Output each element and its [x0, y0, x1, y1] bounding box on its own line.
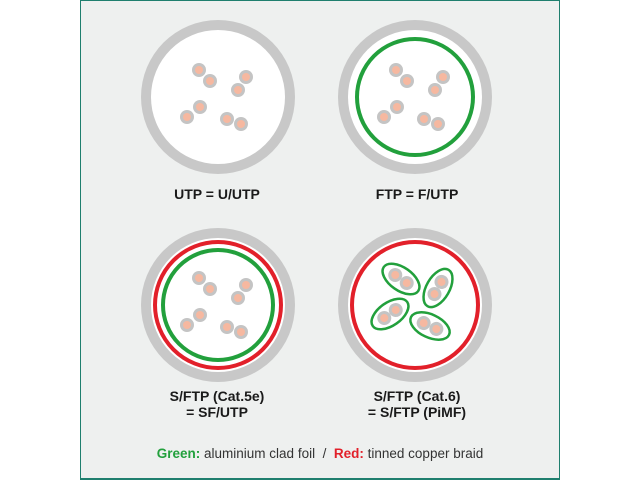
legend-green-text: aluminium clad foil [204, 446, 316, 461]
wire-conductor [402, 279, 411, 288]
foil-shield [161, 248, 275, 362]
cable-cross-section [338, 20, 492, 174]
cable-cross-section [141, 20, 295, 174]
cable-label-ftp: FTP = F/UTP [317, 186, 517, 202]
label-line: = SF/UTP [186, 404, 248, 420]
wire-conductor [380, 314, 389, 323]
wire-conductor [223, 323, 231, 331]
label-line: FTP = F/UTP [375, 186, 459, 202]
wire-conductor [206, 77, 214, 85]
cable-interior [348, 238, 482, 372]
copper-braid-shield [153, 240, 283, 370]
cable-interior [348, 30, 482, 164]
wire-conductor [391, 270, 400, 279]
wire-conductor [237, 328, 245, 336]
wire-conductor [195, 66, 203, 74]
legend-red-label: Red: [333, 446, 364, 461]
wire-conductor [183, 321, 191, 329]
wire-conductor [242, 281, 250, 289]
wire-conductor [434, 120, 442, 128]
wire-conductor [237, 120, 245, 128]
wire-conductor [183, 113, 191, 121]
wire-conductor [234, 86, 242, 94]
shielded-pair [409, 311, 451, 341]
label-line: S/FTP (Cat.5e) [169, 388, 265, 404]
cable-interior [151, 30, 285, 164]
label-line: = S/FTP (PiMF) [367, 404, 467, 420]
wire-conductor [431, 86, 439, 94]
wire-conductor [206, 285, 214, 293]
wire-conductor [196, 311, 204, 319]
foil-shield [355, 37, 475, 157]
wire-conductor [195, 274, 203, 282]
shielded-pair [422, 267, 454, 309]
cable-label-sftp-cat6: S/FTP (Cat.6)= S/FTP (PiMF) [317, 388, 517, 420]
cable-cross-section [141, 228, 295, 382]
legend-separator: / [322, 446, 327, 461]
wire-conductor [430, 290, 439, 299]
shielded-pair [381, 262, 421, 296]
wire-conductor [196, 103, 204, 111]
wire-conductor [242, 73, 250, 81]
wire-conductor [391, 305, 400, 314]
cable-cross-section [338, 228, 492, 382]
wire-conductor [437, 277, 446, 286]
label-line: UTP = U/UTP [174, 186, 260, 202]
copper-braid-shield [350, 240, 480, 370]
legend-green-label: Green: [156, 446, 201, 461]
wire-conductor [439, 73, 447, 81]
label-line: S/FTP (Cat.6) [373, 388, 461, 404]
shielded-pair [370, 297, 410, 331]
wire-conductor [419, 319, 428, 328]
wire-conductor [432, 324, 441, 333]
wire-conductor [392, 66, 400, 74]
wire-conductor [403, 77, 411, 85]
wire-conductor [380, 113, 388, 121]
legend: Green: aluminium clad foil / Red: tinned… [80, 446, 560, 461]
wire-conductor [223, 115, 231, 123]
legend-red-text: tinned copper braid [367, 446, 484, 461]
cable-label-sftp-cat5e: S/FTP (Cat.5e)= SF/UTP [117, 388, 317, 420]
cable-label-utp: UTP = U/UTP [117, 186, 317, 202]
wire-conductor [420, 115, 428, 123]
cable-interior [151, 238, 285, 372]
wire-conductor [234, 294, 242, 302]
wire-conductor [393, 103, 401, 111]
